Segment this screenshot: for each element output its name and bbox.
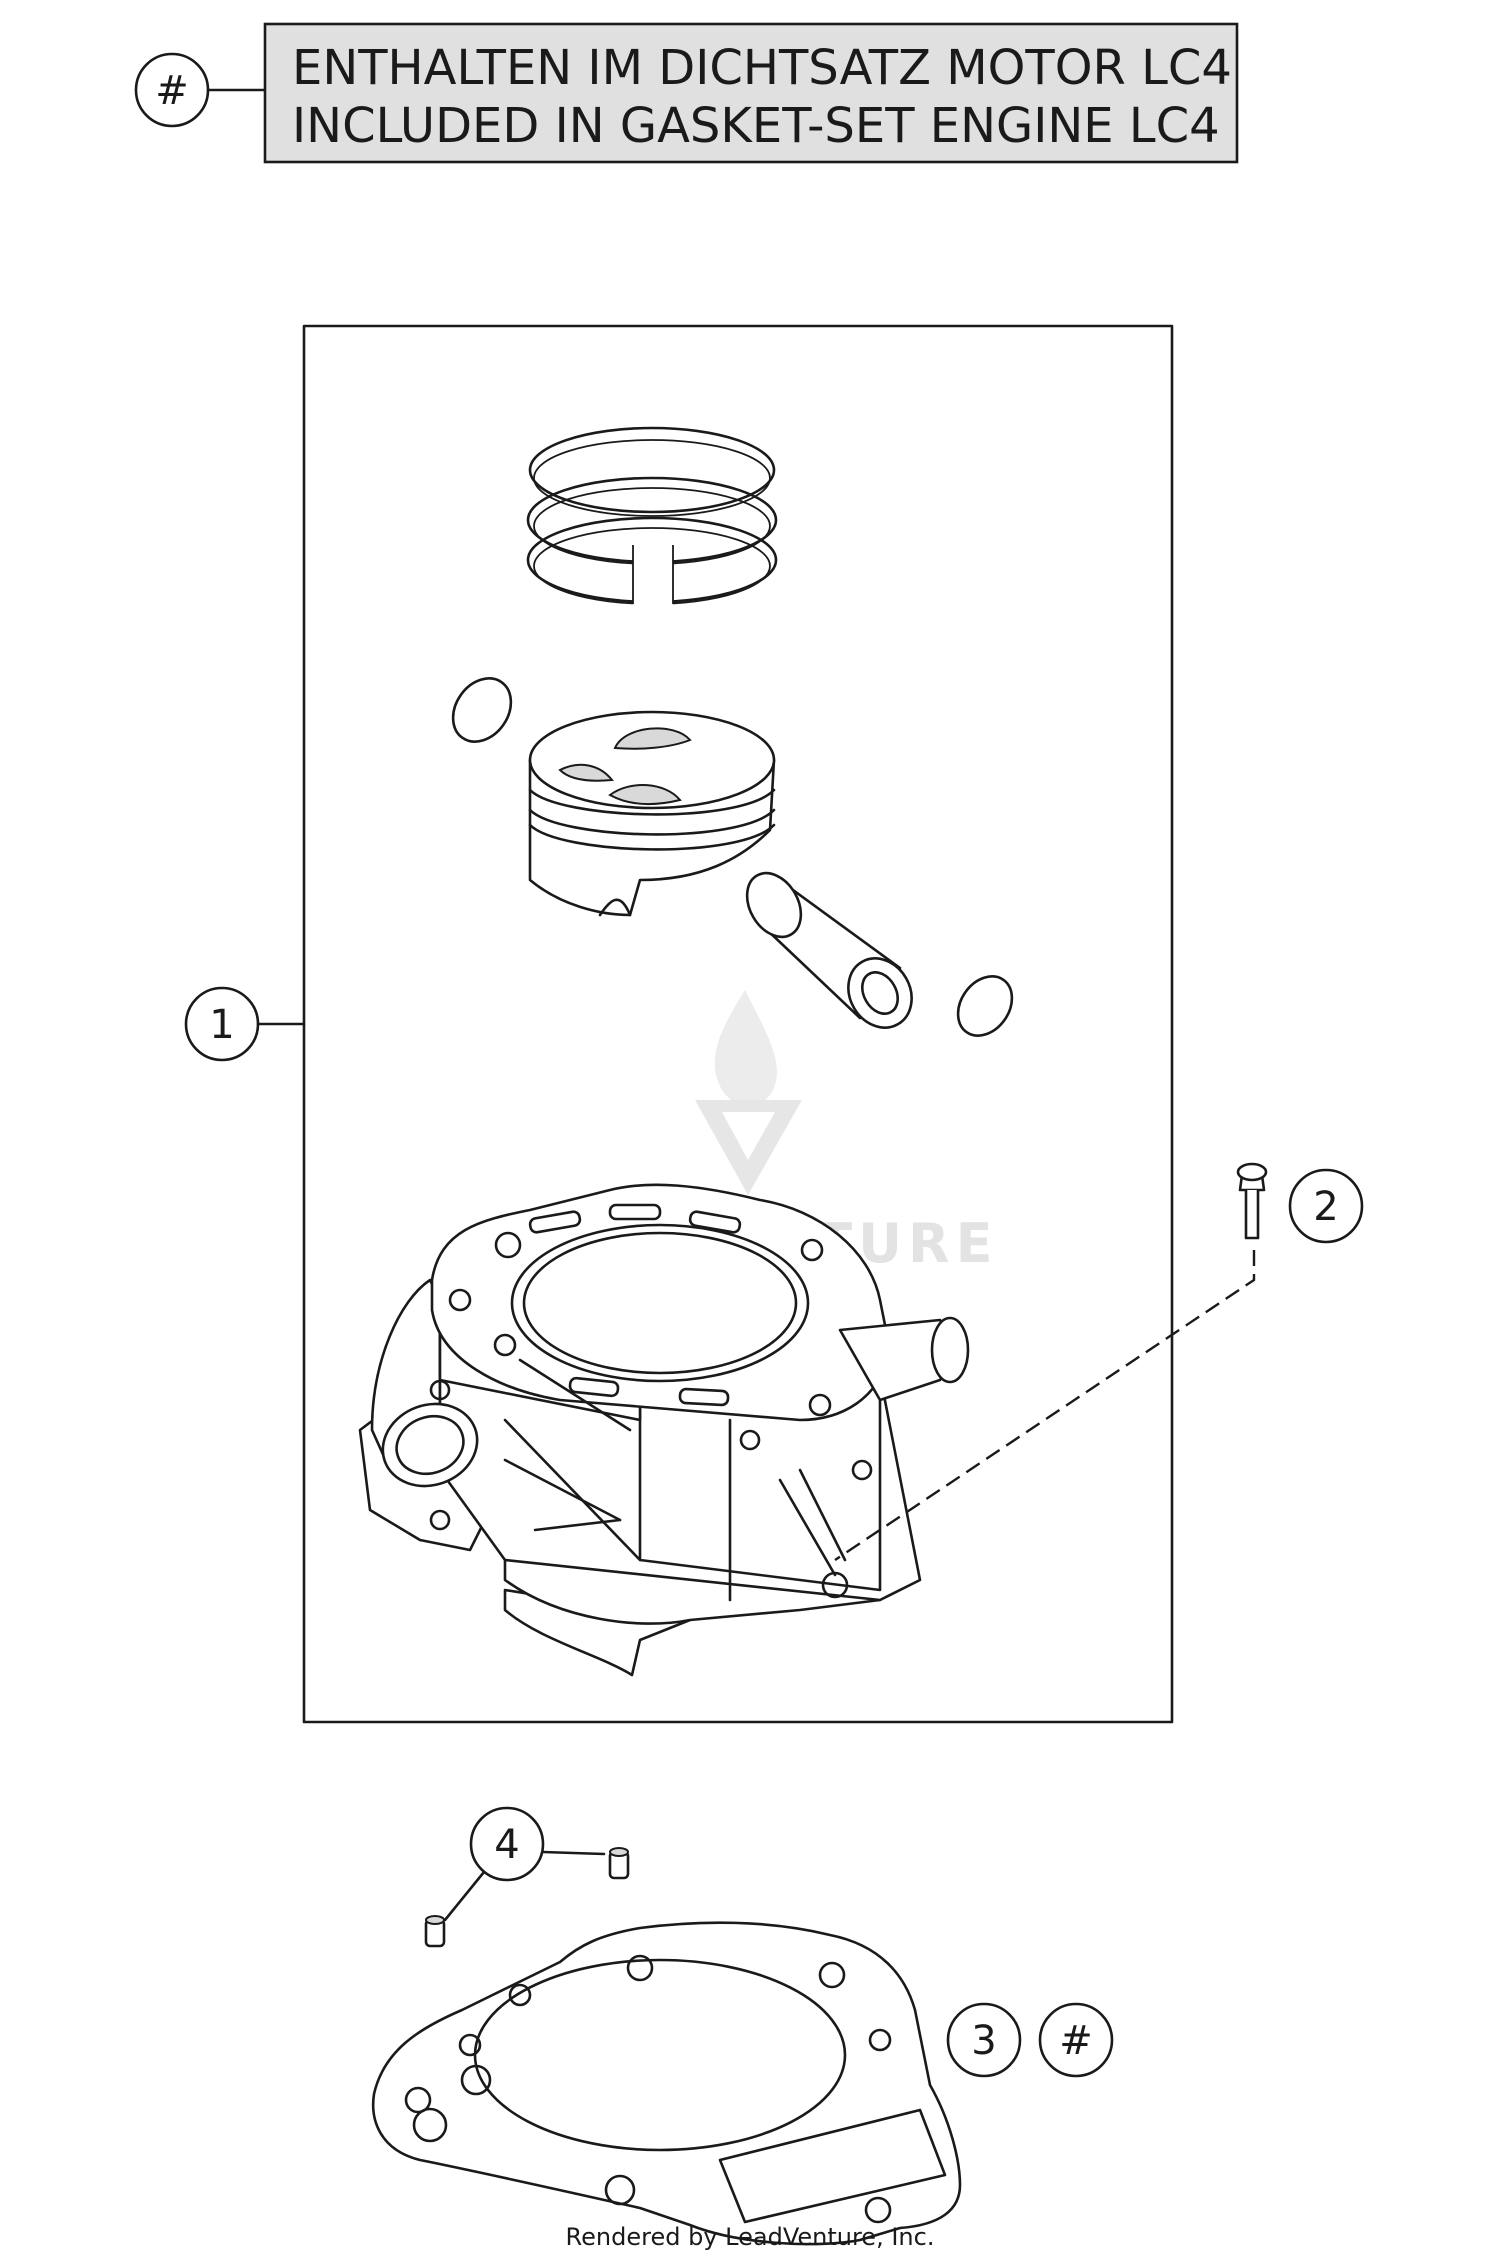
- cylinder: [358, 1183, 970, 1677]
- svg-text:#: #: [1059, 2018, 1093, 2064]
- piston-pin: [745, 871, 913, 1029]
- credit-text: Rendered by LeadVenture, Inc.: [566, 2223, 935, 2251]
- circlip-left: [451, 677, 513, 743]
- dowel-pins: [424, 1847, 630, 1948]
- callout-3-gasket-set[interactable]: #: [1038, 2002, 1114, 2078]
- legend: # ENTHALTEN IM DICHTSATZ MOTOR LC4 INCLU…: [134, 22, 1239, 164]
- callout-4[interactable]: 4: [443, 1806, 606, 1922]
- callout-1[interactable]: 1: [184, 986, 306, 1062]
- screw: [1236, 1162, 1268, 1240]
- cylinder-gasket: [371, 1921, 962, 2246]
- piston-rings: [526, 426, 778, 606]
- legend-box: [263, 22, 1239, 164]
- circlip-right: [956, 975, 1014, 1037]
- watermark-flame-icon: [714, 990, 777, 1107]
- piston: [528, 710, 776, 917]
- watermark-v-icon: [695, 1100, 802, 1195]
- screw-hidden-line: [834, 1250, 1256, 1561]
- legend-line-en: INCLUDED IN GASKET-SET ENGINE LC4: [292, 98, 1220, 154]
- legend-line-de: ENTHALTEN IM DICHTSATZ MOTOR LC4: [292, 40, 1232, 96]
- callout-2[interactable]: 2: [1288, 1168, 1364, 1244]
- svg-text:4: 4: [494, 1822, 519, 1868]
- svg-text:3: 3: [971, 2018, 996, 2064]
- svg-text:1: 1: [209, 1002, 234, 1048]
- svg-text:2: 2: [1313, 1184, 1338, 1230]
- callout-3[interactable]: 3: [946, 2002, 1022, 2078]
- legend-symbol: #: [155, 68, 189, 114]
